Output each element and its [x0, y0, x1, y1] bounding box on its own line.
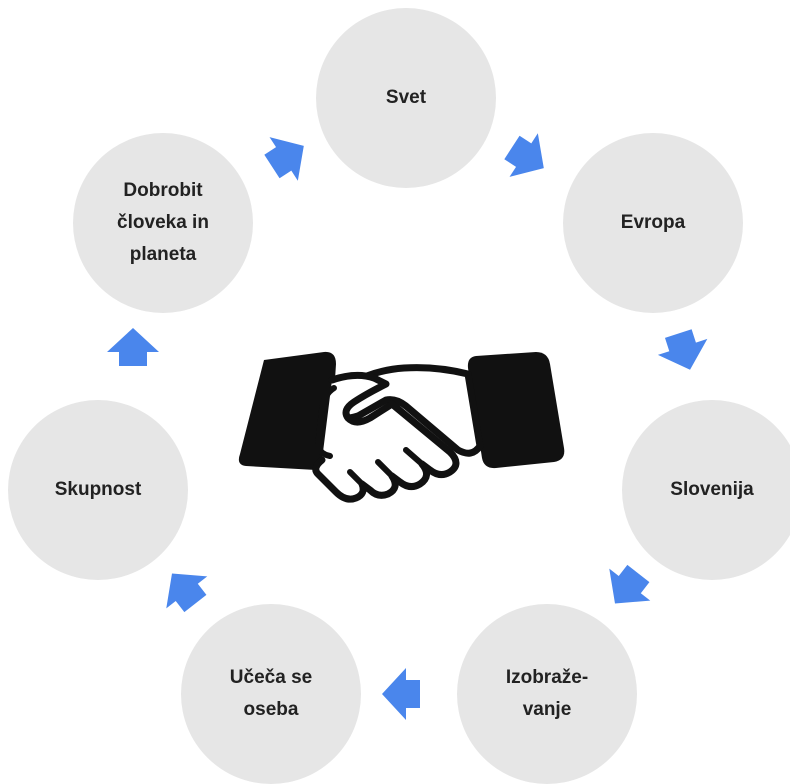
arrow-right-icon [151, 557, 216, 620]
node-dobrobit: Dobrobit človeka in planeta [73, 133, 253, 313]
node-label: Evropa [620, 212, 686, 233]
arrow-right-icon [497, 125, 558, 190]
node-label: Izobraže- vanje [505, 667, 589, 720]
arrow-right-icon [653, 325, 715, 378]
arrow-right-icon [594, 557, 659, 620]
handshake-icon [238, 351, 565, 503]
node-izobrazevanje: Izobraže- vanje [457, 604, 637, 784]
node-slovenija: Slovenija [622, 400, 790, 580]
arrow-right-icon [382, 668, 420, 720]
node-uceca-se-oseba: Učeča se oseba [181, 604, 361, 784]
node-label: Učeča se oseba [229, 667, 313, 720]
node-evropa: Evropa [563, 133, 743, 313]
node-label: Slovenija [670, 479, 754, 500]
node-svet: Svet [316, 8, 496, 188]
arrow-right-icon [107, 328, 159, 366]
node-skupnost: Skupnost [8, 400, 188, 580]
arrow-right-icon [257, 124, 318, 189]
node-label: Svet [385, 87, 427, 108]
node-label: Skupnost [54, 479, 142, 500]
node-label: Dobrobit človeka in planeta [117, 180, 209, 265]
